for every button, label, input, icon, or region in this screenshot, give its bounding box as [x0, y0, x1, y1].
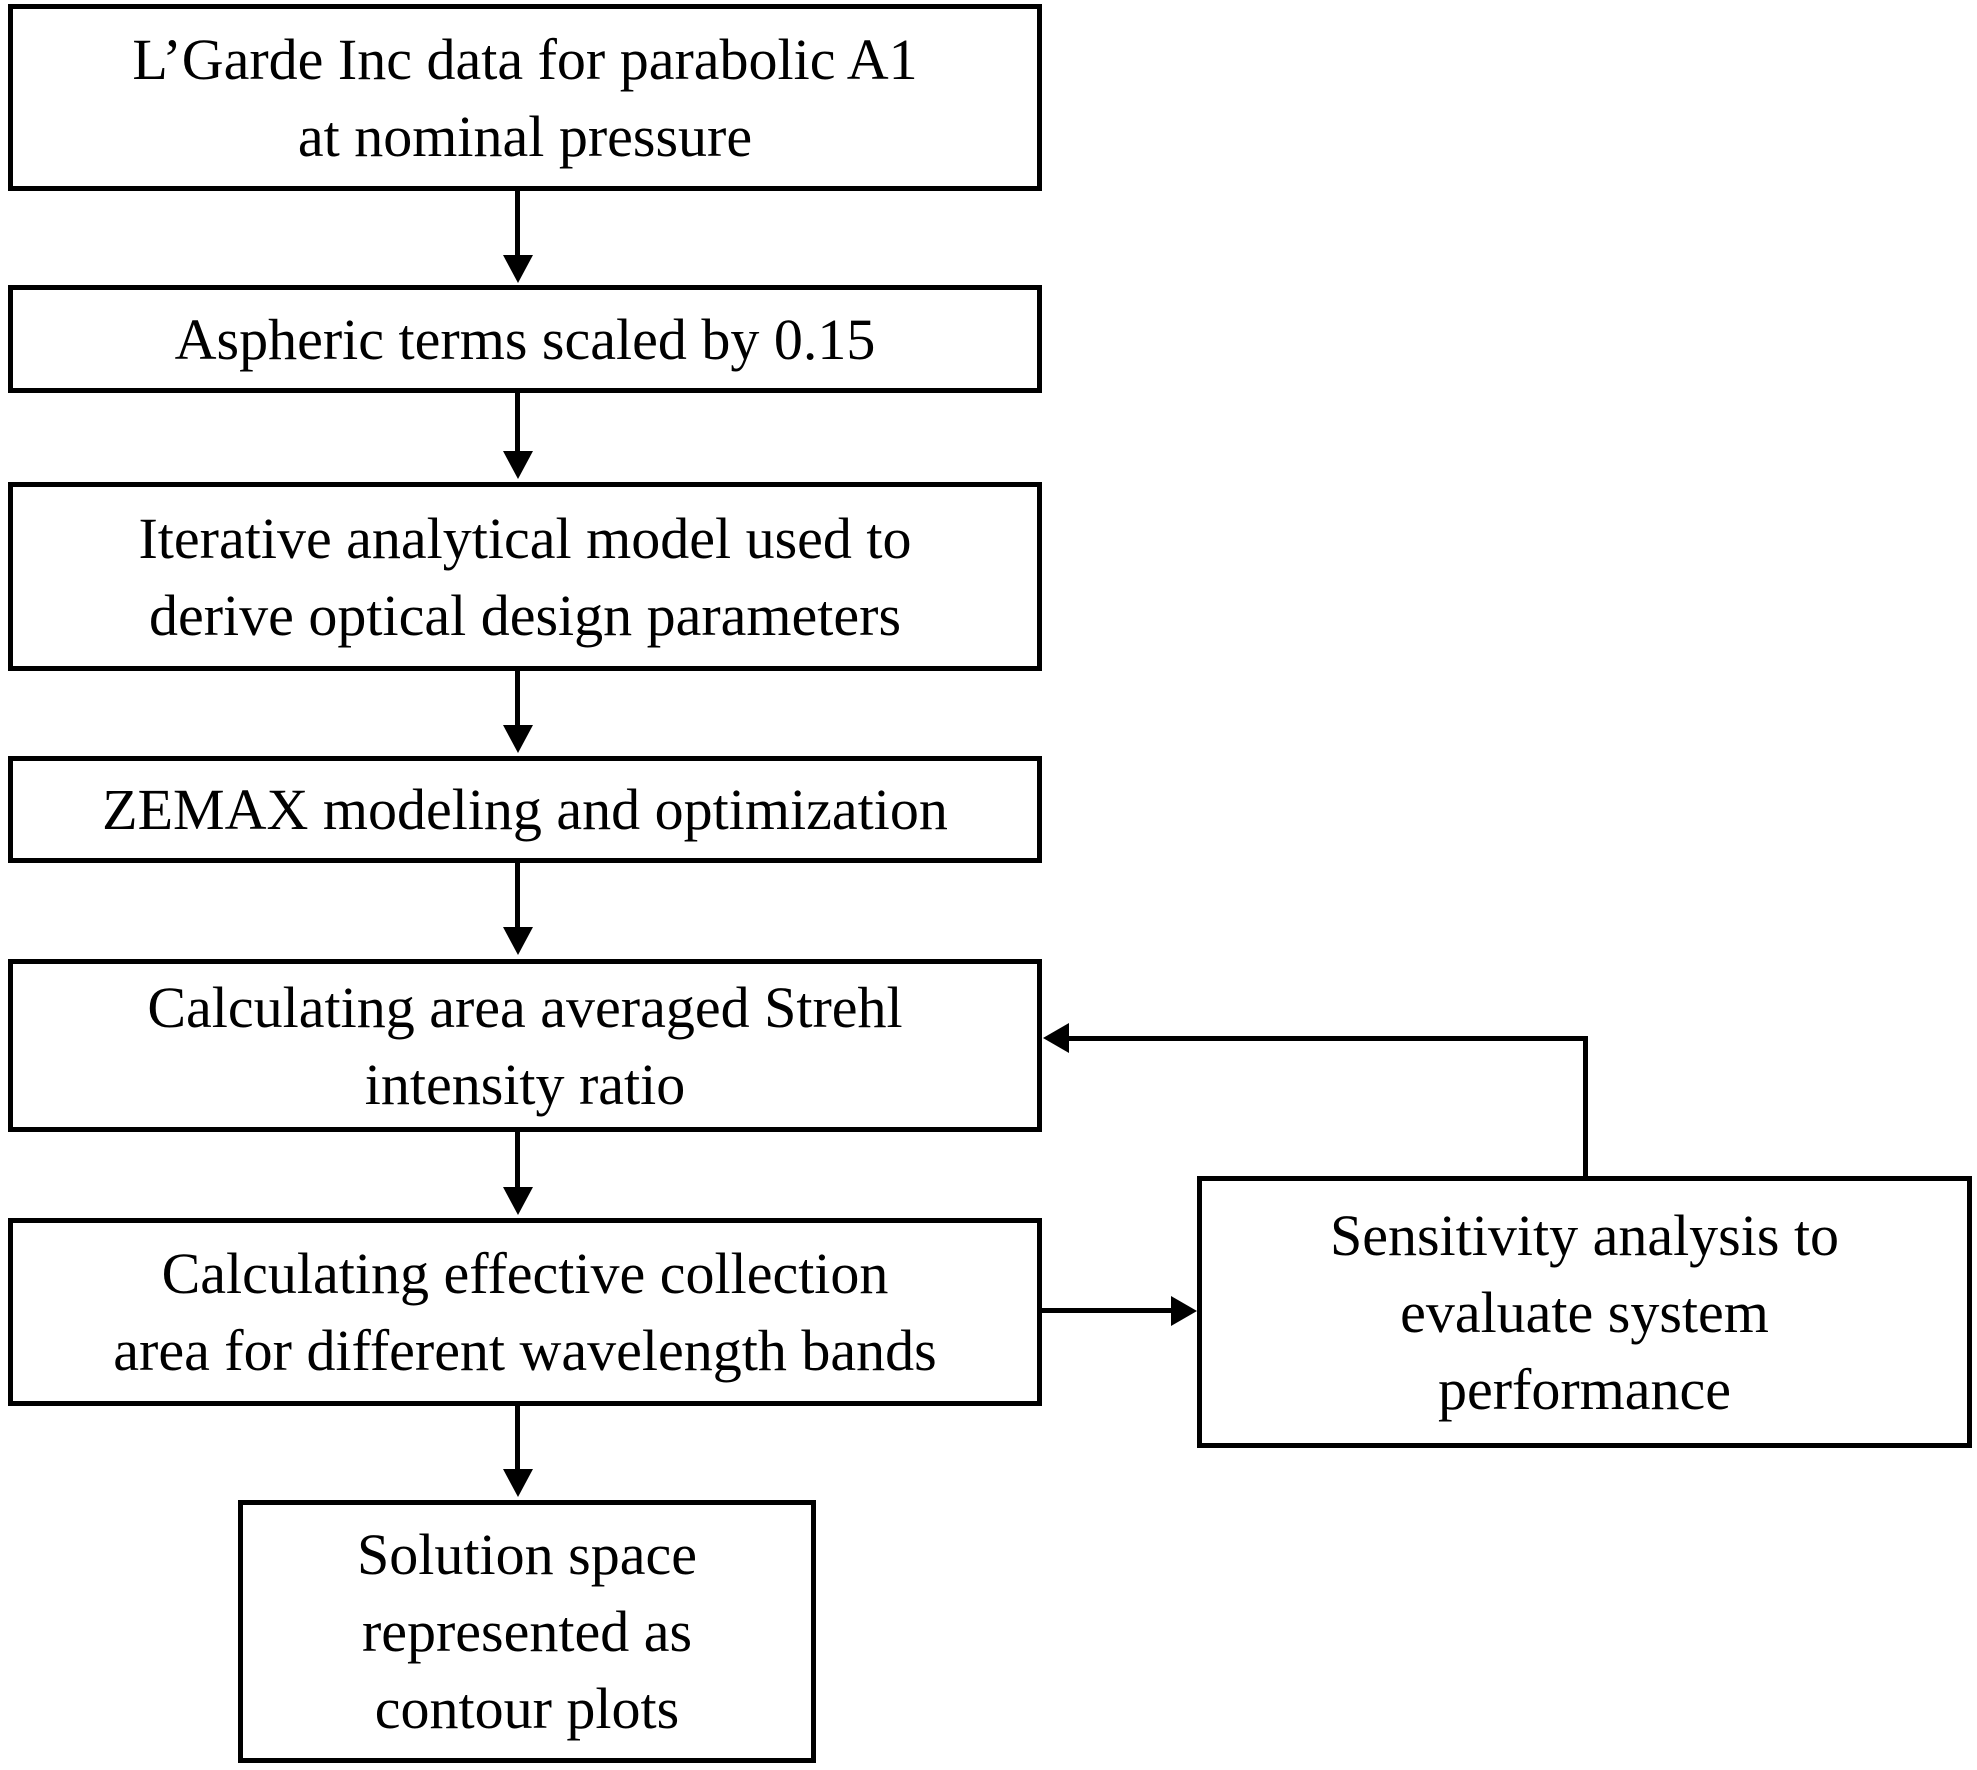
arrowhead-down-icon	[503, 1469, 533, 1497]
arrowhead-down-icon	[503, 1187, 533, 1215]
box-text-line: Calculating area averaged Strehl	[147, 974, 903, 1040]
box-text-line: Solution space	[357, 1522, 697, 1587]
arrow-line	[515, 862, 520, 927]
box-text-line: intensity ratio	[364, 1051, 686, 1117]
box-text-line: performance	[1437, 1356, 1732, 1422]
box-text-line: derive optical design parameters	[148, 582, 902, 648]
arrowhead-down-icon	[503, 451, 533, 479]
arrow-line	[1042, 1308, 1171, 1313]
box-lgarde-data: L’Garde Inc data for parabolic A1 at nom…	[8, 4, 1042, 191]
box-solution-space: Solution space represented as contour pl…	[238, 1500, 816, 1763]
feedback-line-horizontal	[1069, 1036, 1588, 1041]
box-text-line: evaluate system	[1400, 1279, 1769, 1345]
box-text-line: Iterative analytical model used to	[138, 505, 912, 571]
box-text-line: Calculating effective collection	[161, 1241, 889, 1306]
box-aspheric-scaling: Aspheric terms scaled by 0.15	[8, 285, 1042, 393]
box-collection-area: Calculating effective collection area fo…	[8, 1218, 1042, 1406]
box-text-line: Sensitivity analysis to	[1329, 1202, 1840, 1268]
feedback-line-vertical	[1583, 1036, 1588, 1176]
box-text-line: L’Garde Inc data for parabolic A1	[132, 26, 918, 92]
box-iterative-model: Iterative analytical model used to deriv…	[8, 482, 1042, 671]
box-sensitivity-analysis: Sensitivity analysis to evaluate system …	[1197, 1176, 1972, 1448]
arrow-line	[515, 670, 520, 725]
box-text-line: ZEMAX modeling and optimization	[102, 777, 948, 842]
box-text-line: contour plots	[374, 1676, 680, 1741]
arrowhead-left-icon	[1043, 1023, 1069, 1053]
arrow-line	[515, 1405, 520, 1469]
arrowhead-right-icon	[1171, 1296, 1197, 1326]
arrowhead-down-icon	[503, 255, 533, 283]
box-strehl-ratio: Calculating area averaged Strehl intensi…	[8, 959, 1042, 1132]
arrowhead-down-icon	[503, 725, 533, 753]
box-zemax-modeling: ZEMAX modeling and optimization	[8, 756, 1042, 863]
arrow-line	[515, 1131, 520, 1187]
box-text-line: at nominal pressure	[297, 103, 753, 169]
box-text-line: represented as	[361, 1599, 693, 1664]
arrow-line	[515, 190, 520, 255]
box-text-line: Aspheric terms scaled by 0.15	[174, 306, 876, 372]
arrow-line	[515, 392, 520, 451]
box-text-line: area for different wavelength bands	[113, 1318, 937, 1383]
arrowhead-down-icon	[503, 927, 533, 955]
